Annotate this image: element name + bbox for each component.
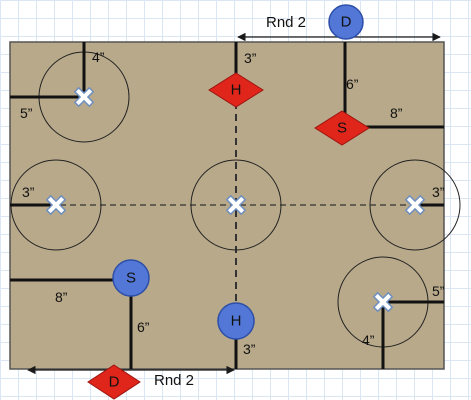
marker-mid-left <box>45 194 67 216</box>
label-rnd-bottom: Rnd 2 <box>154 372 194 389</box>
label-tl-left: 5” <box>20 105 33 121</box>
label-s-top-horizontal: 8” <box>390 105 403 121</box>
token-d-top-letter: D <box>341 14 352 31</box>
token-h-bottom-letter: H <box>231 313 242 330</box>
red-diamond-token-icon <box>87 364 141 400</box>
token-h-top[interactable]: H <box>208 72 264 108</box>
label-br-right: 5” <box>432 283 445 299</box>
marker-mid-right <box>404 194 426 216</box>
marker-center <box>225 194 247 216</box>
label-mid-left: 3” <box>22 184 35 200</box>
label-tl-top: 4” <box>92 49 105 65</box>
x-cross-icon <box>73 86 95 108</box>
red-diamond-token-icon <box>314 110 370 146</box>
token-h-bottom[interactable]: H <box>217 302 255 340</box>
token-d-top[interactable]: D <box>328 4 364 40</box>
label-br-bottom: 4” <box>362 332 375 348</box>
label-s-bottom-horizontal: 8” <box>55 289 68 305</box>
x-cross-icon <box>372 291 394 313</box>
marker-bottom-right <box>372 291 394 313</box>
label-s-bottom-vertical: 6” <box>137 319 150 335</box>
label-h-bottom: 3” <box>243 341 256 357</box>
token-s-top[interactable]: S <box>314 110 370 146</box>
token-h-top-letter: H <box>231 82 242 99</box>
token-s-bottom[interactable]: S <box>112 259 150 297</box>
objective-markers <box>45 86 426 313</box>
blue-circle-token-icon <box>328 4 364 40</box>
token-d-bottom[interactable]: D <box>87 364 141 400</box>
x-cross-icon <box>404 194 426 216</box>
x-cross-icon <box>225 194 247 216</box>
label-rnd-top: Rnd 2 <box>266 14 306 31</box>
blue-circle-token-icon <box>112 259 150 297</box>
range-circle-center <box>190 159 282 251</box>
x-cross-icon <box>45 194 67 216</box>
label-mid-right: 3” <box>432 184 445 200</box>
label-s-top-vertical: 6” <box>346 76 359 92</box>
token-d-bottom-letter: D <box>109 374 120 391</box>
red-diamond-token-icon <box>208 72 264 108</box>
token-s-bottom-letter: S <box>126 270 136 287</box>
label-h-top: 3” <box>244 50 257 66</box>
blue-circle-token-icon <box>217 302 255 340</box>
marker-top-left <box>73 86 95 108</box>
token-s-top-letter: S <box>337 120 347 137</box>
range-circle-mid-right <box>369 159 461 251</box>
